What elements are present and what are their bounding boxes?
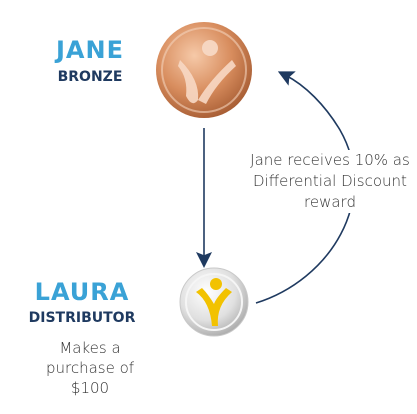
jane-rank: BRONZE bbox=[57, 69, 123, 85]
laura-rank: DISTRIBUTOR bbox=[28, 310, 136, 326]
jane-name: JANE bbox=[56, 36, 124, 64]
laura-name: LAURA bbox=[34, 278, 130, 306]
bronze-medal-icon bbox=[156, 22, 252, 118]
silver-gold-medal-icon bbox=[179, 267, 249, 337]
reward-annotation: Jane receives 10% as Differential Discou… bbox=[250, 150, 410, 213]
laura-purchase-description: Makes a purchase of $100 bbox=[45, 339, 135, 397]
